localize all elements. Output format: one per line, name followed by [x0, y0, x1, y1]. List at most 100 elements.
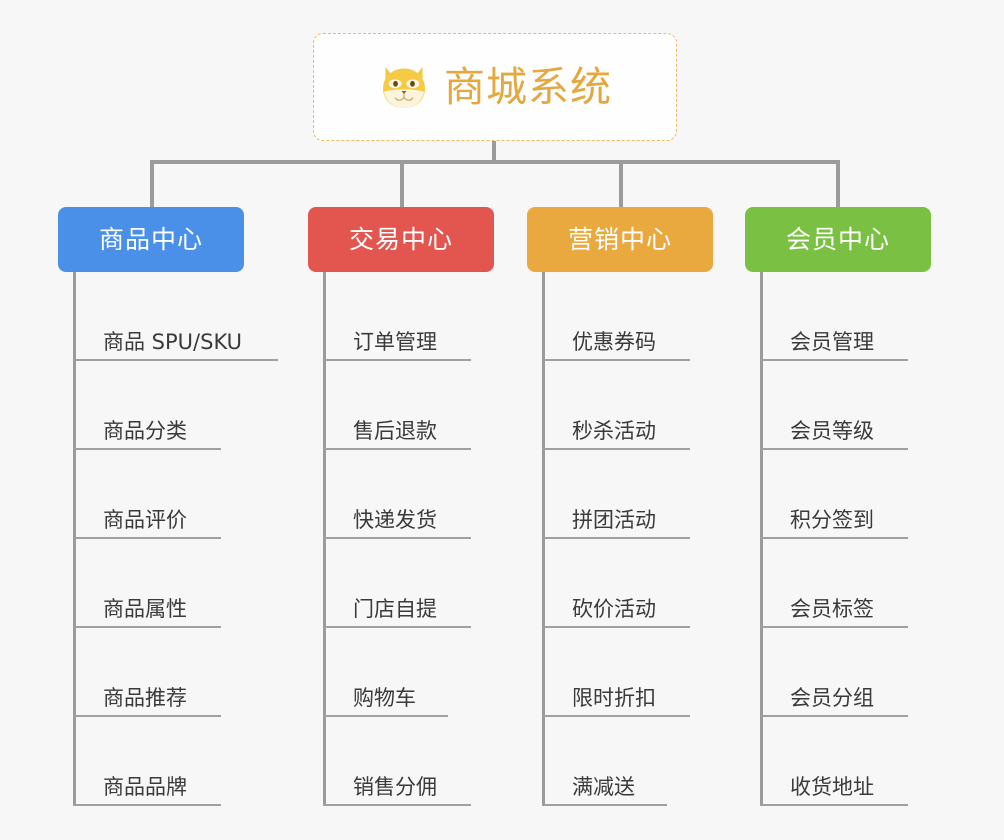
- leaf-underline: [760, 448, 908, 450]
- leaf-underline: [542, 448, 690, 450]
- leaf-label: 快递发货: [353, 508, 437, 532]
- leaf-underline: [542, 359, 690, 361]
- leaf-label: 会员等级: [790, 419, 874, 443]
- leaf-underline: [323, 626, 471, 628]
- list-item[interactable]: 商品评价: [73, 450, 278, 539]
- connector-root-stem: [492, 141, 496, 163]
- leaf-underline: [760, 537, 908, 539]
- leaf-label: 会员管理: [790, 330, 874, 354]
- leaf-label: 收货地址: [790, 775, 874, 799]
- list-item[interactable]: 销售分佣: [323, 717, 528, 806]
- leaf-label: 商品分类: [103, 419, 187, 443]
- category-header-member[interactable]: 会员中心: [745, 207, 931, 272]
- list-item[interactable]: 商品 SPU/SKU: [73, 272, 278, 361]
- category-header-label: 营销中心: [567, 225, 672, 254]
- column-spine: [323, 272, 326, 806]
- category-header-marketing[interactable]: 营销中心: [527, 207, 713, 272]
- leaf-underline: [73, 804, 221, 806]
- leaf-label: 商品推荐: [103, 686, 187, 710]
- leaf-label: 销售分佣: [353, 775, 437, 799]
- leaf-label: 订单管理: [353, 330, 437, 354]
- leaf-label: 砍价活动: [572, 597, 656, 621]
- list-item[interactable]: 商品属性: [73, 539, 278, 628]
- leaf-label: 会员分组: [790, 686, 874, 710]
- leaf-label: 门店自提: [353, 597, 437, 621]
- leaf-list: 会员管理 会员等级 积分签到 会员标签 会员分组 收货地址: [760, 272, 965, 806]
- leaf-label: 售后退款: [353, 419, 437, 443]
- shiba-dog-icon: [383, 66, 425, 108]
- root-title: 商城系统: [444, 62, 612, 111]
- leaf-label: 会员标签: [790, 597, 874, 621]
- list-item[interactable]: 砍价活动: [542, 539, 747, 628]
- leaf-underline: [760, 804, 908, 806]
- leaf-underline: [323, 537, 471, 539]
- leaf-underline: [73, 359, 278, 361]
- list-item[interactable]: 售后退款: [323, 361, 528, 450]
- leaf-underline: [760, 715, 908, 717]
- category-header-label: 交易中心: [348, 225, 453, 254]
- connector-drop-2: [400, 160, 404, 207]
- leaf-underline: [542, 537, 690, 539]
- leaf-underline: [73, 537, 221, 539]
- connector-drop-1: [150, 160, 154, 207]
- leaf-label: 优惠券码: [572, 330, 656, 354]
- leaf-label: 商品属性: [103, 597, 187, 621]
- list-item[interactable]: 会员等级: [760, 361, 965, 450]
- leaf-underline: [73, 448, 221, 450]
- leaf-underline: [323, 715, 448, 717]
- list-item[interactable]: 收货地址: [760, 717, 965, 806]
- leaf-label: 购物车: [353, 686, 416, 710]
- list-item[interactable]: 会员分组: [760, 628, 965, 717]
- list-item[interactable]: 会员标签: [760, 539, 965, 628]
- list-item[interactable]: 满减送: [542, 717, 747, 806]
- leaf-underline: [542, 626, 690, 628]
- leaf-list: 商品 SPU/SKU 商品分类 商品评价 商品属性 商品推荐 商品品牌: [73, 272, 278, 806]
- list-item[interactable]: 门店自提: [323, 539, 528, 628]
- leaf-label: 积分签到: [790, 508, 874, 532]
- category-column-member: 会员中心 会员管理 会员等级 积分签到 会员标签 会员分组: [745, 207, 965, 806]
- list-item[interactable]: 订单管理: [323, 272, 528, 361]
- category-column-trade: 交易中心 订单管理 售后退款 快递发货 门店自提 购物车: [308, 207, 528, 806]
- column-spine: [760, 272, 763, 806]
- root-node[interactable]: 商城系统: [313, 33, 677, 141]
- leaf-underline: [323, 804, 471, 806]
- leaf-underline: [760, 626, 908, 628]
- leaf-label: 秒杀活动: [572, 419, 656, 443]
- leaf-list: 订单管理 售后退款 快递发货 门店自提 购物车 销售分佣: [323, 272, 528, 806]
- category-header-product[interactable]: 商品中心: [58, 207, 244, 272]
- leaf-underline: [73, 626, 221, 628]
- category-header-label: 商品中心: [98, 225, 203, 254]
- leaf-underline: [542, 715, 690, 717]
- leaf-label: 满减送: [572, 775, 635, 799]
- list-item[interactable]: 积分签到: [760, 450, 965, 539]
- list-item[interactable]: 秒杀活动: [542, 361, 747, 450]
- column-spine: [73, 272, 76, 806]
- leaf-underline: [323, 448, 471, 450]
- list-item[interactable]: 商品推荐: [73, 628, 278, 717]
- category-header-trade[interactable]: 交易中心: [308, 207, 494, 272]
- list-item[interactable]: 限时折扣: [542, 628, 747, 717]
- category-column-product: 商品中心 商品 SPU/SKU 商品分类 商品评价 商品属性 商品推荐: [58, 207, 278, 806]
- list-item[interactable]: 会员管理: [760, 272, 965, 361]
- leaf-label: 商品评价: [103, 508, 187, 532]
- leaf-label: 商品 SPU/SKU: [103, 330, 243, 354]
- category-column-marketing: 营销中心 优惠券码 秒杀活动 拼团活动 砍价活动 限时折扣: [527, 207, 747, 806]
- list-item[interactable]: 快递发货: [323, 450, 528, 539]
- leaf-underline: [760, 359, 908, 361]
- column-spine: [542, 272, 545, 806]
- list-item[interactable]: 优惠券码: [542, 272, 747, 361]
- leaf-label: 限时折扣: [572, 686, 656, 710]
- connector-drop-4: [836, 160, 840, 207]
- leaf-label: 拼团活动: [572, 508, 656, 532]
- connector-drop-3: [619, 160, 623, 207]
- list-item[interactable]: 购物车: [323, 628, 528, 717]
- list-item[interactable]: 拼团活动: [542, 450, 747, 539]
- list-item[interactable]: 商品分类: [73, 361, 278, 450]
- leaf-label: 商品品牌: [103, 775, 187, 799]
- leaf-underline: [542, 804, 667, 806]
- list-item[interactable]: 商品品牌: [73, 717, 278, 806]
- leaf-underline: [73, 715, 221, 717]
- category-header-label: 会员中心: [785, 225, 890, 254]
- leaf-list: 优惠券码 秒杀活动 拼团活动 砍价活动 限时折扣 满减送: [542, 272, 747, 806]
